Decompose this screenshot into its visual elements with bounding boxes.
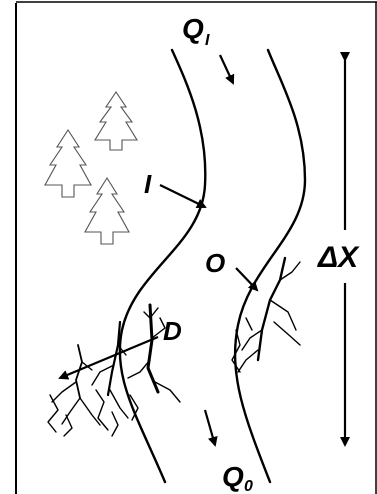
- lateral-inflow-arrow: [160, 185, 205, 207]
- inflow-subscript: I: [205, 32, 210, 49]
- inflow-arrow: [220, 55, 233, 83]
- riparian-vegetation-left: [48, 305, 180, 436]
- tree-icon: [45, 130, 91, 197]
- outflow-label: Q: [222, 461, 244, 492]
- diversion-arrow: [60, 337, 158, 378]
- lateral-inflow-label: I: [144, 169, 152, 199]
- tree-icon: [95, 92, 137, 150]
- diversion-label: D: [163, 316, 182, 346]
- tree-icon: [85, 178, 129, 244]
- inflow-label: Q: [182, 13, 204, 44]
- lateral-outflow-label: O: [205, 248, 225, 278]
- outflow-subscript: 0: [244, 478, 253, 494]
- outflow-arrow: [205, 410, 215, 445]
- right-bank: [235, 50, 305, 482]
- reach-length-label: ΔX: [317, 241, 360, 274]
- lateral-outflow-arrow: [236, 268, 257, 290]
